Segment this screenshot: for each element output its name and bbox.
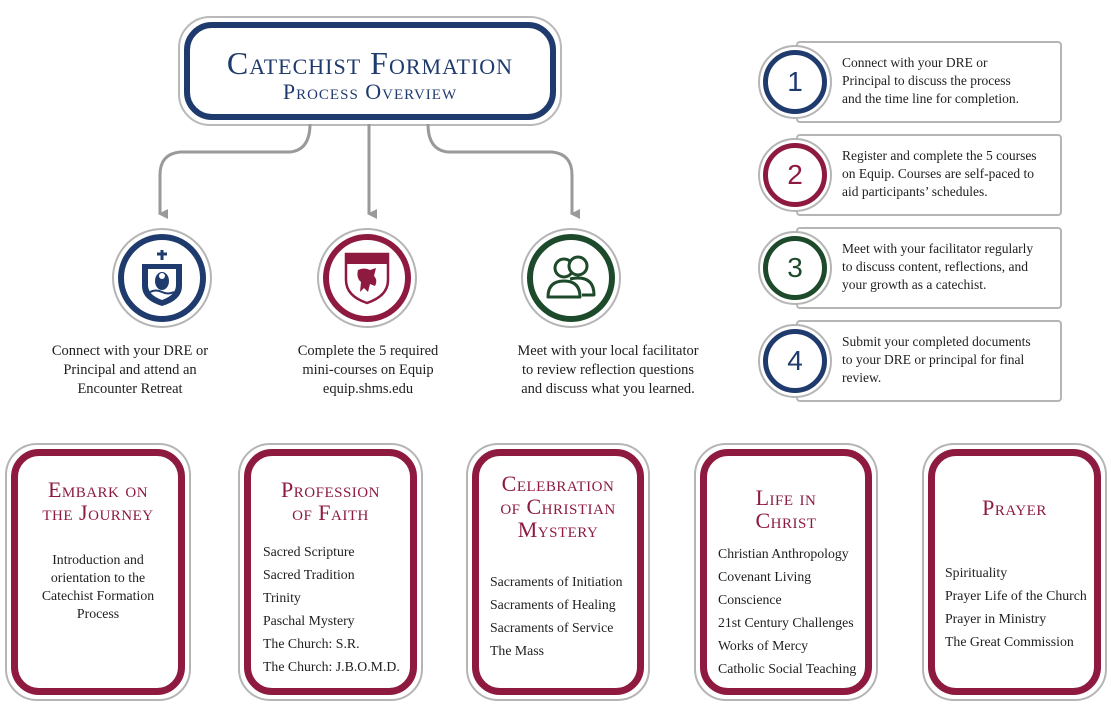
numbered-step-4-badge: 4 [758,324,832,398]
course-title: Prayer [982,495,1047,520]
numbered-step-1-badge: 1 [758,45,832,119]
numbered-step-4-box: Submit your completed documents to your … [796,320,1062,402]
list-item: Sacred Scripture [263,544,355,559]
numbered-step-2-box: Register and complete the 5 courses on E… [796,134,1062,216]
title-box-inner: Catechist Formation Process Overview [184,22,556,120]
step-icon-retreat-inner [118,234,206,322]
list-item: Conscience [718,592,782,607]
step-icon-retreat [112,228,212,328]
list-item: 21st Century Challenges [718,615,854,630]
list-item: The Church: S.R. [263,636,360,651]
list-item: Spirituality [945,565,1008,580]
course-description: Introduction and orientation to the Cate… [41,552,155,621]
list-item: The Great Commission [945,634,1074,649]
list-item: Prayer in Ministry [945,611,1047,626]
course-card-celebration: Celebration of Christian Mystery Sacrame… [466,443,650,701]
step-icon-courses-inner [323,234,411,322]
step-icon-facilitator [521,228,621,328]
numbered-step-1-text: Connect with your DRE or Principal to di… [842,55,1019,106]
numbered-step-4-text: Submit your completed documents to your … [842,334,1031,385]
numbered-step-2-text: Register and complete the 5 courses on E… [842,148,1037,199]
numbered-step-3-badge: 3 [758,231,832,305]
list-item: Sacraments of Healing [490,597,616,612]
step-text-retreat: Connect with your DRE or Principal and a… [51,343,209,397]
course-topic-list: Spirituality Prayer Life of the Church P… [945,561,1087,653]
connector-left [158,123,312,219]
list-item: Sacraments of Initiation [490,574,623,589]
diocese-crest-icon [142,250,182,306]
course-title: Life in Christ [755,485,817,533]
course-card-prayer: Prayer Spirituality Prayer Life of the C… [922,443,1107,701]
list-item: Catholic Social Teaching [718,661,857,676]
step-text-facilitator: Meet with your local facilitator to revi… [517,343,699,397]
numbered-step-3-text: Meet with your facilitator regularly to … [842,241,1034,292]
course-title: Embark on the Journey [42,477,154,525]
seminary-shield-icon [344,252,390,305]
page-title: Catechist Formation [226,45,514,81]
course-card-profession-of-faith: Profession of Faith Sacred Scripture Sac… [238,443,423,701]
page-subtitle: Process Overview [282,79,458,104]
people-group-icon [546,255,596,299]
list-item: Sacred Tradition [263,567,355,582]
list-item: Prayer Life of the Church [945,588,1087,603]
course-topic-list: Christian Anthropology Covenant Living C… [718,542,856,680]
list-item: Christian Anthropology [718,546,849,561]
course-card-life-in-christ: Life in Christ Christian Anthropology Co… [694,443,878,701]
step-icon-facilitator-inner [527,234,615,322]
connector-right [426,123,580,219]
list-item: Covenant Living [718,569,812,584]
course-title: Celebration of Christian Mystery [500,471,616,542]
numbered-step-2-badge: 2 [758,138,832,212]
step-text-courses: Complete the 5 required mini-courses on … [297,343,439,397]
step-icon-courses [317,228,417,328]
course-title: Profession of Faith [281,477,380,525]
list-item: Trinity [263,590,301,605]
list-item: Sacraments of Service [490,620,614,635]
list-item: Works of Mercy [718,638,809,653]
numbered-step-3-box: Meet with your facilitator regularly to … [796,227,1062,309]
list-item: The Mass [490,643,545,658]
numbered-step-1-box: Connect with your DRE or Principal to di… [796,41,1062,123]
list-item: The Church: J.B.O.M.D. [263,659,400,674]
course-card-embark: Embark on the Journey Introduction and o… [5,443,191,701]
title-box: Catechist Formation Process Overview [178,16,562,126]
list-item: Paschal Mystery [263,613,355,628]
course-topic-list: Sacraments of Initiation Sacraments of H… [490,570,623,662]
course-topic-list: Sacred Scripture Sacred Tradition Trinit… [263,540,400,678]
